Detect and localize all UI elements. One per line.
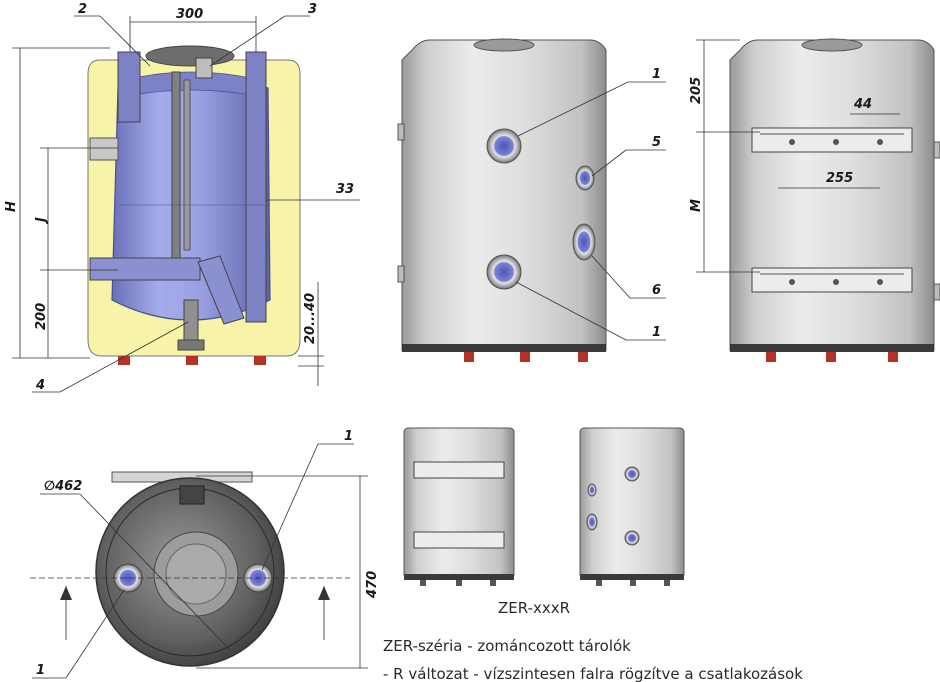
variant-front-view (579, 427, 685, 586)
label-1-top-left: 1 (36, 663, 45, 678)
front-view: 1 5 6 1 (397, 38, 666, 362)
dim-44: 44 (853, 97, 872, 112)
section-view: 300 2 3 H J 200 33 20...40 4 (4, 2, 360, 393)
dim-20-40: 20...40 (303, 293, 318, 344)
variant-caption: - R változat - vízszintesen falra rögzít… (383, 665, 803, 682)
label-4: 4 (35, 378, 45, 393)
dim-33: 33 (336, 182, 354, 197)
model-caption: ZER-xxxR (498, 599, 571, 617)
label-1-top-right: 1 (344, 429, 353, 444)
top-view: ∅462 470 1 1 (30, 429, 380, 679)
dim-255: 255 (826, 171, 853, 186)
dim-H: H (4, 201, 19, 212)
label-3: 3 (308, 2, 317, 17)
dim-205: 205 (689, 77, 704, 104)
dim-300: 300 (176, 7, 203, 22)
back-view: 205 M 44 255 (689, 38, 940, 362)
dim-462: ∅462 (44, 479, 82, 494)
series-caption: ZER-széria - zománcozott tárolók (383, 637, 631, 655)
variant-back-view (403, 427, 515, 586)
label-1-front-bottom: 1 (652, 325, 661, 340)
label-5: 5 (652, 135, 661, 150)
dim-470: 470 (365, 571, 380, 599)
dim-J: J (34, 217, 49, 225)
dim-200: 200 (34, 303, 49, 330)
label-1-front-top: 1 (652, 67, 661, 82)
label-2: 2 (78, 2, 87, 17)
label-6: 6 (652, 283, 661, 298)
dim-M: M (689, 199, 704, 212)
